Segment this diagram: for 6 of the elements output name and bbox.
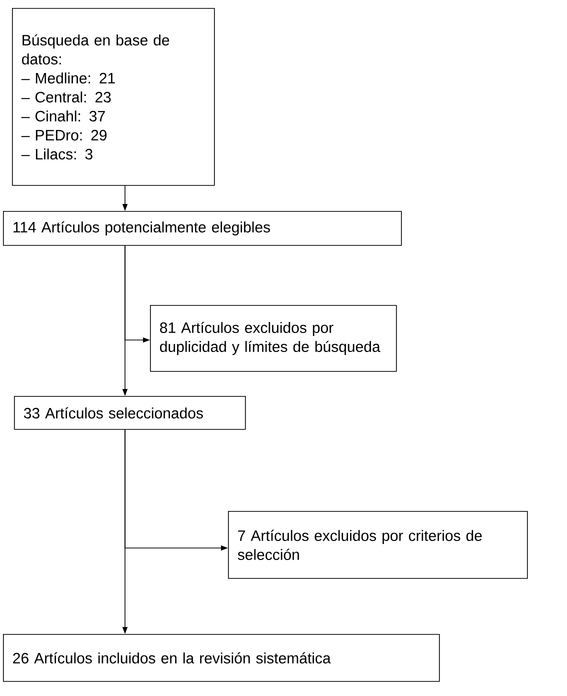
process-box: 26 Artículos incluidos en la revisión sistemática bbox=[3, 634, 440, 682]
process-box: Búsqueda en base de datos: – Medline: 21 – Central: 23 – Cinahl: 37 – PEDro: 29 – Lilacs: 3 bbox=[12, 8, 215, 186]
process-box: 33 Artículos seleccionados bbox=[14, 396, 246, 430]
process-box: 114 Artículos potencialmente elegibles bbox=[3, 211, 402, 246]
process-box: 7 Artículos excluidos por criterios de selección bbox=[228, 511, 528, 579]
process-box: 81 Artículos excluidos por duplicidad y límites de búsqueda bbox=[150, 305, 397, 372]
